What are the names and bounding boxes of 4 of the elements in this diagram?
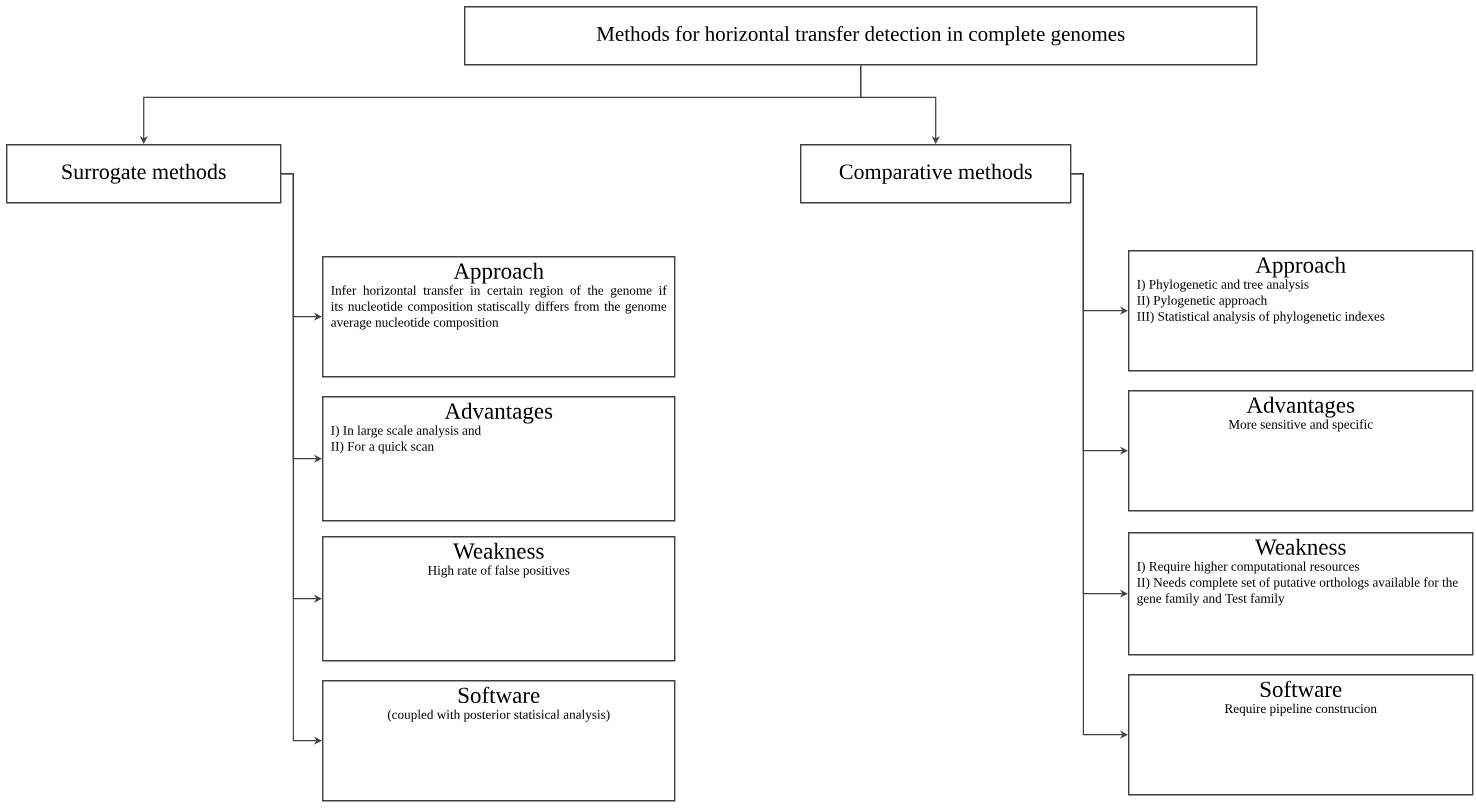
- category-box: Comparative methods: [800, 144, 1072, 204]
- category-box: Surrogate methods: [6, 144, 282, 204]
- arrow: [860, 64, 940, 144]
- title-box: Methods for horizontal transfer detection in complete genomes: [464, 6, 1258, 66]
